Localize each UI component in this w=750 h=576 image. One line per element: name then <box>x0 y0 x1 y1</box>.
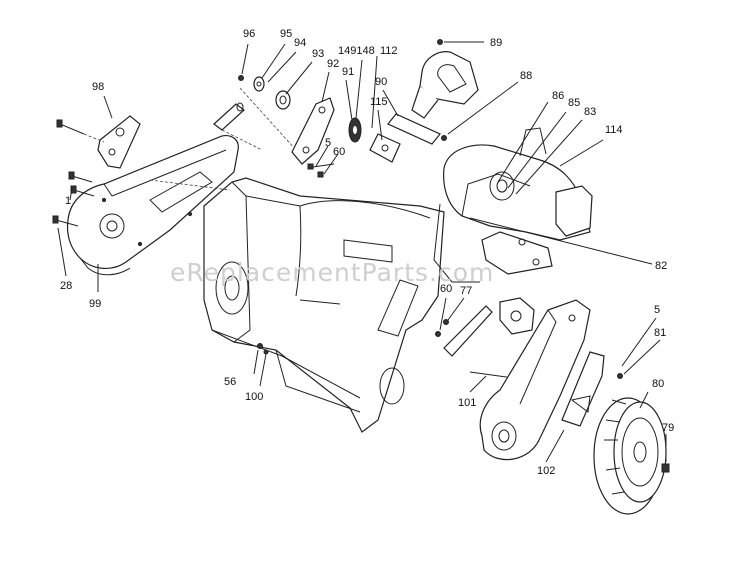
callout-label: 114 <box>605 124 623 136</box>
callout-label: 85 <box>568 97 581 109</box>
callout-label: 94 <box>294 37 307 49</box>
callout-label: 95 <box>280 28 293 40</box>
callout-label: 5 <box>654 304 661 316</box>
callout-label: 86 <box>552 90 565 102</box>
bearing-plate-part <box>291 97 335 165</box>
callout-label: 82 <box>655 260 668 272</box>
callout-label: 101 <box>458 397 477 409</box>
mounting-bracket-part <box>481 231 553 275</box>
side-plate-parts <box>435 297 535 379</box>
leader-lines <box>57 41 667 463</box>
callout-label: 81 <box>654 327 667 339</box>
callout-label: 89 <box>490 37 503 49</box>
callout-label: 112 <box>380 45 398 57</box>
callout-label: 28 <box>60 280 73 292</box>
callout-label: 99 <box>89 298 102 310</box>
callout-label: 91 <box>342 66 355 78</box>
auger-housing-part <box>203 177 445 433</box>
callout-label: 90 <box>375 76 388 88</box>
callout-label: 5 <box>325 137 332 149</box>
gear-part <box>348 117 362 143</box>
callout-label: 77 <box>460 285 473 297</box>
callout-label: 93 <box>312 48 325 60</box>
callout-label: 115 <box>370 96 388 108</box>
callout-label: 96 <box>243 28 256 40</box>
shaft-sleeve-part <box>213 102 245 131</box>
callout-label: 92 <box>327 58 340 70</box>
bolts-bottom <box>257 343 269 355</box>
drive-shaft-part <box>387 113 447 145</box>
callout-label: 102 <box>537 465 556 477</box>
wheel-part <box>593 397 667 515</box>
bolts-left <box>52 119 105 227</box>
auger-gear-housing-part <box>66 135 239 276</box>
axle-bolt-part <box>661 463 670 473</box>
callout-label: 60 <box>440 283 453 295</box>
watermark-text: eReplacementParts.com <box>170 258 495 287</box>
callout-label: 60 <box>333 146 346 158</box>
callout-label: 100 <box>245 391 264 403</box>
callout-label: 88 <box>520 70 533 82</box>
callout-label: 80 <box>652 378 665 390</box>
bracket-part <box>97 115 141 169</box>
callout-label: 83 <box>584 106 597 118</box>
callout-label: 149148 <box>338 45 375 57</box>
wheel-bracket-part <box>561 351 623 427</box>
gearbox-plate-part <box>369 133 401 163</box>
callout-label: 79 <box>662 422 675 434</box>
bearing-washer-parts <box>238 75 291 110</box>
callout-label: 98 <box>92 81 105 93</box>
callout-label: 1 <box>65 195 72 207</box>
callout-label: 56 <box>224 376 237 388</box>
side-frame-part <box>479 299 591 461</box>
chute-cover-part <box>411 39 479 119</box>
